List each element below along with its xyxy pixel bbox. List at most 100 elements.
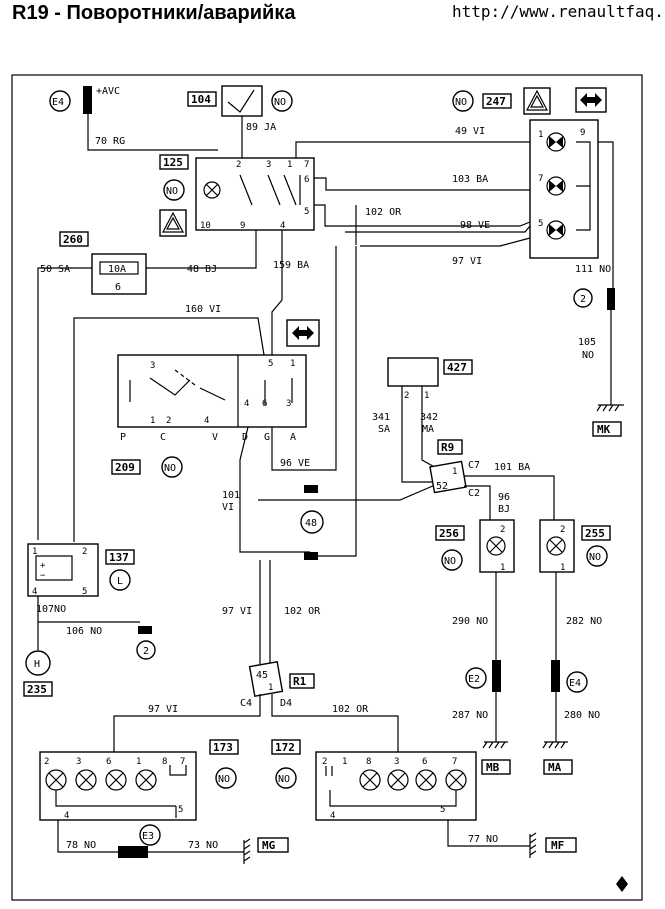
svg-text:6: 6 (106, 757, 111, 767)
e2-badge (465, 667, 487, 689)
ground-2b-label: 2 (143, 646, 149, 657)
lamp-172-8 (359, 769, 381, 791)
svg-text:1: 1 (136, 757, 141, 767)
svg-text:1: 1 (500, 563, 505, 573)
svg-text:6: 6 (422, 757, 427, 767)
c256-label: 256 (439, 527, 459, 540)
wire-341-label: 341 (372, 412, 390, 423)
no-173-badge (215, 767, 237, 789)
connector-e3 (118, 846, 148, 858)
svg-text:1: 1 (452, 467, 457, 477)
c427-box (387, 357, 439, 387)
e3-badge (139, 824, 161, 846)
sw-g-label: G (264, 432, 270, 443)
wire-160-label: 160 VI (185, 304, 221, 315)
connector-e4-bottom (551, 660, 560, 692)
renault-logo-icon (616, 876, 628, 892)
svg-text:5: 5 (440, 805, 445, 815)
no-209-badge (161, 456, 183, 478)
svg-text:5: 5 (268, 359, 273, 369)
ground-2a-badge (573, 288, 593, 308)
c125-label: 125 (163, 156, 183, 169)
n52-label: 52 (436, 481, 448, 492)
wire-96ve-label: 96 VE (280, 458, 310, 469)
sw-c-label: C (160, 432, 166, 443)
wire-97b-label: 97 VI (222, 606, 252, 617)
r1-label-box (289, 673, 315, 689)
svg-text:4: 4 (204, 416, 209, 426)
svg-text:3: 3 (76, 757, 81, 767)
wire-101ba-label: 101 BA (494, 462, 530, 473)
svg-text:−: − (40, 571, 46, 581)
wire-70-label: 70 RG (95, 136, 125, 147)
c235-label-box (23, 681, 53, 697)
svg-text:1: 1 (424, 391, 429, 401)
c260-label-box (59, 231, 89, 247)
no-256-badge (441, 549, 463, 571)
svg-text:1: 1 (560, 563, 565, 573)
ground-mb-box (481, 759, 511, 775)
svg-text:3: 3 (286, 399, 291, 409)
wire-111-label: 111 NO (575, 264, 611, 275)
p125-7: 7 (304, 160, 309, 170)
flasher-lamp-5 (546, 220, 566, 240)
c235-label: 235 (27, 683, 47, 696)
ground-mk-box (592, 421, 622, 437)
c137-label-box (105, 549, 135, 565)
site-url[interactable]: http://www.renaultfaq.ru (452, 2, 665, 21)
c2-label: C2 (468, 488, 480, 499)
svg-text:5: 5 (178, 805, 183, 815)
p125-5: 5 (304, 207, 309, 217)
c172-label-box (271, 739, 301, 755)
svg-text:5: 5 (82, 587, 87, 597)
c7-label: C7 (468, 460, 480, 471)
e4-top-label: E4 (52, 97, 64, 108)
no-209-label: NO (164, 463, 176, 474)
svg-text:7: 7 (538, 174, 543, 184)
wire-49-label: 49 VI (455, 126, 485, 137)
l137-badge (109, 569, 131, 591)
repeater-256 (479, 519, 515, 573)
wire-342-label: 342 (420, 412, 438, 423)
arrow-left-right-icon (580, 93, 602, 107)
ground-2a-label: 2 (580, 294, 586, 305)
ground-ma-label: MA (548, 761, 562, 774)
connector-48-top (304, 485, 318, 493)
svg-text:3: 3 (394, 757, 399, 767)
wire-107-label: 107NO (36, 604, 66, 615)
rear-lamp-173 (39, 751, 197, 821)
svg-text:2: 2 (166, 416, 171, 426)
wire-77-label: 77 NO (468, 834, 498, 845)
c104-label-box (187, 91, 217, 107)
connector-e2 (492, 660, 501, 692)
wire-102a-label: 102 OR (365, 207, 402, 218)
svg-text:1: 1 (290, 359, 295, 369)
svg-text:4: 4 (244, 399, 249, 409)
e4-bottom-badge (566, 671, 588, 693)
c48-badge (300, 510, 324, 534)
ground-ma-box (543, 759, 573, 775)
svg-text:2: 2 (560, 525, 565, 535)
c256-label-box (435, 525, 465, 541)
wire-102b-label: 102 OR (284, 606, 321, 617)
wire-96bj-b-label: BJ (498, 504, 510, 515)
no-104-badge (271, 90, 293, 112)
wire-96bj-label: 96 (498, 492, 510, 503)
fuse-element (99, 261, 139, 275)
c427-label-box (443, 359, 473, 375)
ground-mg-box (257, 837, 289, 853)
svg-text:7: 7 (452, 757, 457, 767)
diagram-frame (11, 74, 643, 901)
ground-mf-label: MF (551, 839, 564, 852)
p125-3: 3 (266, 160, 271, 170)
wire-50-label: 50 SA (40, 264, 70, 275)
wire-101vi-label: 101 (222, 490, 240, 501)
wire-341b-label: SA (378, 424, 390, 435)
lamp-172-3 (387, 769, 409, 791)
ground-mf-box (545, 837, 577, 853)
wire-101vi-b-label: VI (222, 502, 234, 513)
l137-label: L (117, 576, 123, 587)
svg-text:2: 2 (404, 391, 409, 401)
page-title: R19 - Поворотники/аварийка (12, 2, 296, 24)
p125-6: 6 (304, 175, 309, 185)
